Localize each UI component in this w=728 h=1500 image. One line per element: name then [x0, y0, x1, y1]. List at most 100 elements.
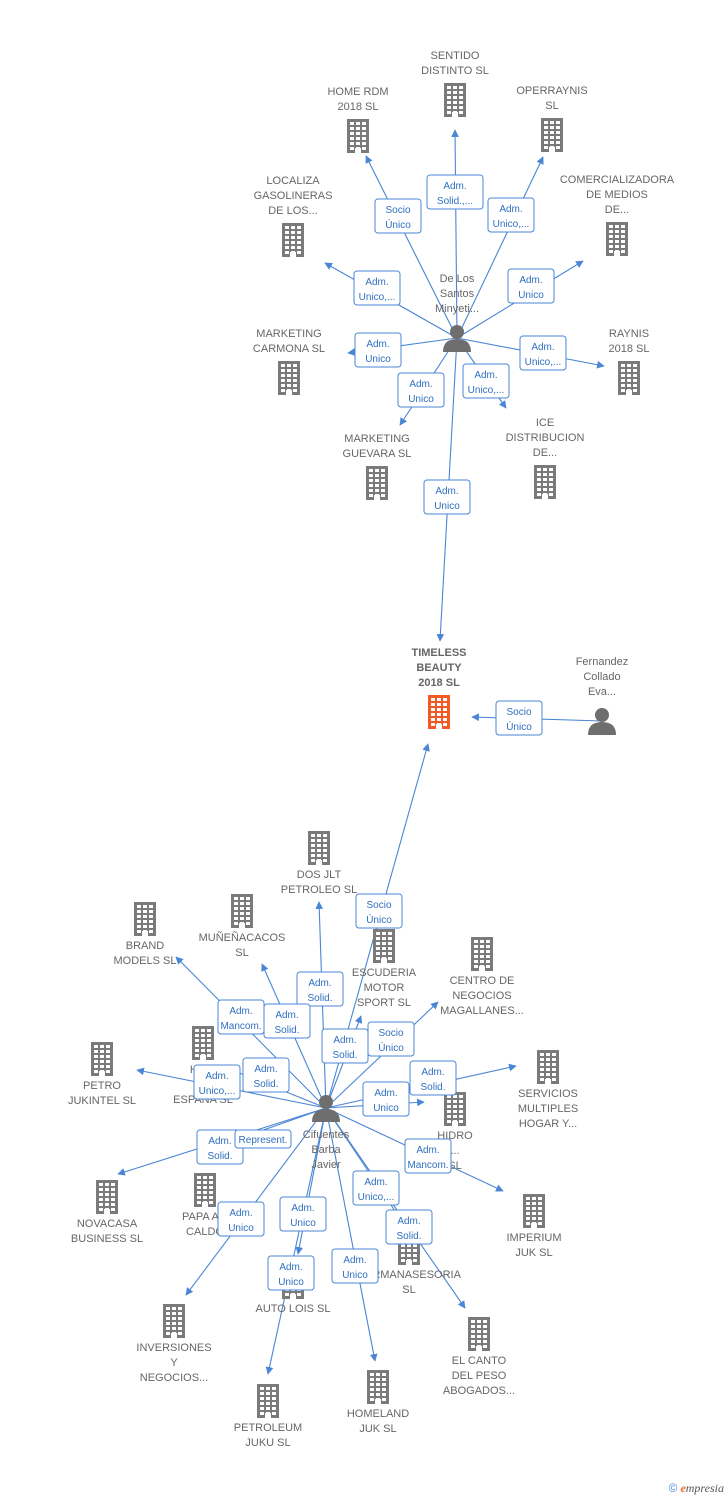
relation-label[interactable]: Adm.Mancom.	[404, 1138, 452, 1174]
building-icon	[278, 361, 300, 395]
node-label-line: SPORT SL	[357, 997, 411, 1009]
relation-label[interactable]: Adm.Solid.	[321, 1028, 369, 1064]
node-label-line: De Los	[440, 273, 475, 285]
relation-label[interactable]: Adm.Unico	[354, 332, 402, 368]
relation-label-text: Adm.	[364, 1177, 387, 1188]
building-icon	[308, 831, 330, 865]
node-label-line: Y	[170, 1357, 178, 1369]
relation-label[interactable]: Adm.Solid.	[409, 1060, 457, 1096]
person-icon	[588, 708, 616, 735]
relation-label[interactable]: Adm. Unico,...	[352, 1170, 400, 1206]
relation-label[interactable]: Adm.Unico,...	[462, 363, 510, 399]
node-label-line: NOVACASA	[77, 1218, 138, 1230]
relation-label[interactable]: Adm.Unico	[331, 1248, 379, 1284]
company-node[interactable]: PAPA A... CALDO	[182, 1173, 228, 1238]
relation-edge	[325, 1107, 378, 1362]
relation-label[interactable]: Adm.Solid.	[242, 1057, 290, 1093]
node-label-line: DE LOS...	[268, 205, 318, 217]
person-node[interactable]: FernandezColladoEva...	[576, 656, 629, 735]
relation-label-text: Unico	[278, 1277, 304, 1288]
relation-label[interactable]: Adm. Solid.,...	[426, 174, 484, 210]
relation-label[interactable]: Adm.Solid.	[385, 1209, 433, 1245]
relation-label-text: Unico	[228, 1223, 254, 1234]
node-label-line: PETROLEUM	[234, 1422, 302, 1434]
relation-label[interactable]: Represent.	[234, 1129, 292, 1149]
relation-label[interactable]: Adm.Unico	[267, 1255, 315, 1291]
relation-label[interactable]: Adm.Unico	[362, 1081, 410, 1117]
relation-edge	[456, 156, 544, 339]
relation-label-text: Adm.	[443, 181, 466, 192]
node-label-line: HOME RDM	[327, 86, 388, 98]
company-node[interactable]: CENTRO DENEGOCIOSMAGALLANES...	[440, 937, 524, 1017]
relation-label-text: Solid.,...	[437, 196, 473, 207]
node-label-line: Collado	[583, 671, 620, 683]
node-label-line: GUEVARA SL	[343, 448, 412, 460]
footer-brand: © empresia	[669, 1481, 724, 1496]
node-label-line: Fernandez	[576, 656, 629, 668]
node-label-line: Santos	[440, 288, 475, 300]
node-label-line: CENTRO DE	[450, 975, 515, 987]
relation-label[interactable]: Adm.Unico,...	[519, 335, 567, 371]
relation-label-text: Unico,...	[358, 1192, 395, 1203]
relation-label[interactable]: Adm.Unico,...	[487, 197, 535, 233]
relation-label[interactable]: Adm.Mancom.	[217, 999, 265, 1035]
node-label-line: HOGAR Y...	[519, 1118, 577, 1130]
node-label-line: ESCUDERIA	[352, 967, 417, 979]
company-node[interactable]: INVERSIONESYNEGOCIOS...	[136, 1304, 212, 1384]
node-label-line: SL	[448, 1160, 461, 1172]
relation-label[interactable]: Adm.Solid.	[263, 1003, 311, 1039]
person-node[interactable]: De LosSantosMinyeti...	[435, 273, 479, 352]
relation-label-text: Unico	[342, 1270, 368, 1281]
building-icon	[366, 466, 388, 500]
node-label-line: ICE	[536, 417, 554, 429]
company-node[interactable]: ICEDISTRIBUCIONDE...	[506, 417, 585, 499]
relation-label-text: Único	[378, 1041, 404, 1054]
relation-label-text: Unico	[365, 354, 391, 365]
node-label-line: CALDO	[186, 1226, 224, 1238]
node-label-line: FORMANASESORIA	[357, 1269, 462, 1281]
relation-label[interactable]: Adm.Unico	[507, 268, 555, 304]
node-label-line: Javier	[311, 1159, 341, 1171]
building-icon	[606, 222, 628, 256]
node-label-line: PAPA A...	[182, 1211, 228, 1223]
relation-label[interactable]: Adm.Unico,...	[353, 270, 401, 306]
relation-label[interactable]: Adm.Unico,...	[193, 1064, 241, 1100]
relation-label-text: Solid.	[307, 993, 332, 1004]
relation-label-text: Solid.	[420, 1082, 445, 1093]
relation-label-text: Unico	[408, 394, 434, 405]
relation-label[interactable]: Adm.Solid.	[296, 971, 344, 1007]
relation-label[interactable]: Adm.Unico	[397, 372, 445, 408]
node-label-line: DE...	[533, 447, 557, 459]
building-icon	[96, 1180, 118, 1214]
relation-label[interactable]: Adm.Unico	[279, 1196, 327, 1232]
relation-edge	[325, 1107, 466, 1309]
relation-label[interactable]: Adm.Unico	[423, 479, 471, 515]
building-icon	[192, 1026, 214, 1060]
relation-label[interactable]: Adm.Unico	[217, 1201, 265, 1237]
